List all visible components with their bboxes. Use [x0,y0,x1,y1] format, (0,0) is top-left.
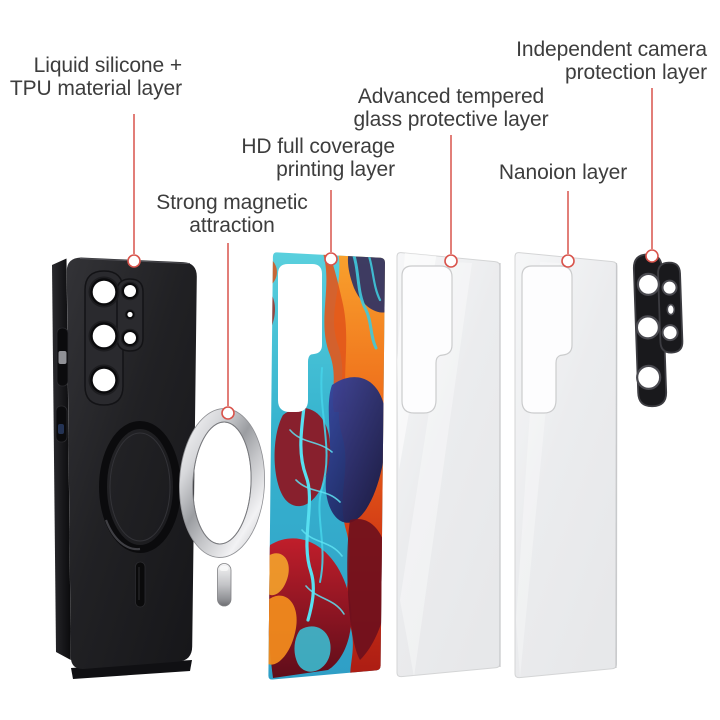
bottom-slot [135,561,146,608]
leader-dot-printing [324,252,338,266]
tempered-glass-layer-2 [514,252,618,679]
phone-case [52,257,197,679]
label-nanoion: Nanoion layer [498,161,628,184]
camera-cutout-cluster [84,270,144,406]
case-bottom-face [71,660,192,679]
camera-protector [632,253,684,408]
protector-hole [636,272,661,296]
leader-dot-nanoion [561,254,575,268]
tempered-glass-layer-1 [396,252,501,678]
protector-hole [661,324,679,342]
leader-lines [127,88,659,420]
leader-dot-magnetic [221,406,235,420]
magsafe-ring-inner [109,432,171,542]
label-hd-printing: HD full coverage printing layer [241,135,395,181]
leader-dot-camera [645,249,659,263]
protector-holes [635,272,679,390]
protector-hole [635,315,661,340]
glass-edge [615,262,618,669]
camera-holes [88,276,140,396]
leader-dot-tempered [444,254,458,268]
protector-hole [636,364,662,390]
label-strong-magnetic: Strong magnetic attraction [156,191,308,237]
label-camera-protection: Independent camera protection layer [516,38,707,84]
magnet-ring [179,408,265,558]
label-liquid-silicone-tpu: Liquid silicone + TPU material layer [9,54,182,100]
metal-bar [217,563,232,607]
glass-sheen [400,262,472,677]
protector-hole [666,303,676,316]
volume-button-clip [58,351,67,364]
leader-dot-tpu [127,254,141,268]
glass-camera-cutout [401,265,453,414]
magsafe-ring-sheen [104,519,141,551]
protector-hole [661,279,678,296]
film-camera-cutout [278,264,322,412]
glass-camera-cutout [521,265,573,414]
printed-film [268,252,385,680]
label-tempered-glass: Advanced tempered glass protective layer [353,85,549,131]
power-button-glint [58,424,64,434]
